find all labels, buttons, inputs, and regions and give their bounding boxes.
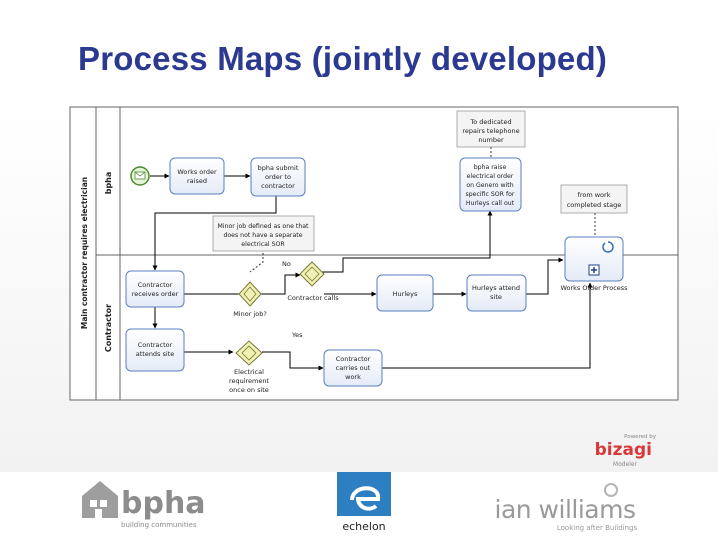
svg-text:does not have a separate: does not have a separate xyxy=(223,232,302,239)
svg-text:electrical SOR: electrical SOR xyxy=(241,241,285,248)
svg-text:ian williams: ian williams xyxy=(495,495,636,524)
subprocess-works-order: Works Order Process xyxy=(560,236,628,292)
ian-williams-mark-icon xyxy=(604,483,618,497)
svg-text:bpha raise: bpha raise xyxy=(474,164,507,171)
bpha-house-icon xyxy=(82,481,118,518)
task-bpha-raise: bpha raise electrical order on Genero wi… xyxy=(459,157,522,212)
svg-text:bizagi: bizagi xyxy=(595,440,652,460)
svg-text:Modeler: Modeler xyxy=(613,461,638,468)
loop-icon xyxy=(602,241,614,253)
svg-text:Contractor: Contractor xyxy=(336,355,371,363)
svg-text:Powered by: Powered by xyxy=(624,434,657,440)
svg-text:electrical order: electrical order xyxy=(467,173,514,180)
svg-text:Hurleys attend: Hurleys attend xyxy=(472,284,520,292)
gateway-contractor-calls xyxy=(299,261,325,287)
svg-text:Looking after Buildings: Looking after Buildings xyxy=(557,524,638,532)
gateway-label-electrical-2: requirement xyxy=(229,377,270,385)
lane-label-contractor: Contractor xyxy=(104,304,113,352)
task-bpha-submit: bpha submit order to contractor xyxy=(250,157,306,197)
flow-label-yes: Yes xyxy=(291,331,303,339)
svg-text:specific SOR for: specific SOR for xyxy=(466,191,515,198)
svg-text:Contractor: Contractor xyxy=(138,281,173,289)
gateway-label-contractor-calls: Contractor calls xyxy=(287,294,339,302)
gateway-minor-job xyxy=(238,281,262,307)
svg-text:number: number xyxy=(478,136,504,144)
start-message-event xyxy=(130,166,150,186)
svg-text:Works Order Process: Works Order Process xyxy=(560,284,628,292)
svg-text:Hurleys: Hurleys xyxy=(393,290,418,298)
gateway-label-electrical-3: once on site xyxy=(229,386,269,394)
bpha-logo: bpha building communities xyxy=(82,481,206,529)
svg-text:bpha: bpha xyxy=(121,486,206,521)
svg-text:raised: raised xyxy=(187,177,207,185)
task-contractor-receives: Contractor receives order xyxy=(125,270,185,308)
svg-text:bpha submit: bpha submit xyxy=(258,164,299,172)
ian-williams-logo: ian williams Looking after Buildings xyxy=(495,483,638,532)
svg-text:on Genero with: on Genero with xyxy=(466,182,513,189)
svg-text:contractor: contractor xyxy=(261,182,295,190)
annotation-from-work: from work completed stage xyxy=(560,184,628,214)
lane-label-bpha: bpha xyxy=(104,172,113,195)
svg-text:echelon: echelon xyxy=(342,520,385,533)
task-hurleys: Hurleys xyxy=(376,274,434,312)
svg-text:from work: from work xyxy=(578,191,611,199)
task-hurleys-attend: Hurleys attend site xyxy=(466,274,527,312)
svg-text:Works order: Works order xyxy=(177,168,217,176)
gateway-label-minor-job: Minor job? xyxy=(233,310,267,318)
svg-text:work: work xyxy=(345,373,361,381)
echelon-e-icon xyxy=(350,486,380,511)
flow-label-no: No xyxy=(282,260,291,268)
annotation-minor-job: Minor job defined as one that does not h… xyxy=(212,215,315,252)
gateway-label-electrical: Electrical xyxy=(234,368,264,376)
svg-text:building communities: building communities xyxy=(121,521,197,529)
svg-text:attends site: attends site xyxy=(136,350,175,358)
svg-text:Hurleys call out: Hurleys call out xyxy=(466,200,515,207)
gateway-electrical xyxy=(235,340,263,366)
svg-text:site: site xyxy=(490,293,502,301)
task-contractor-attends: Contractor attends site xyxy=(125,328,185,372)
task-contractor-carries: Contractor carries out work xyxy=(323,349,383,387)
task-works-order-raised: Works order raised xyxy=(169,157,225,195)
svg-text:Contractor: Contractor xyxy=(138,341,173,349)
echelon-logo: echelon xyxy=(337,472,391,533)
svg-text:carries out: carries out xyxy=(336,364,371,372)
pool-label: Main contractor requires electrician xyxy=(80,177,89,329)
slide-title: Process Maps (jointly developed) xyxy=(78,40,608,77)
bizagi-logo: Powered by bizagi Modeler xyxy=(595,434,657,468)
svg-text:repairs telephone: repairs telephone xyxy=(462,127,519,135)
svg-text:order to: order to xyxy=(265,173,291,181)
annotation-dedicated: To dedicated repairs telephone number xyxy=(456,110,526,148)
svg-text:completed stage: completed stage xyxy=(567,201,622,209)
svg-text:To dedicated: To dedicated xyxy=(469,118,511,126)
svg-text:Minor job defined as one that: Minor job defined as one that xyxy=(218,223,310,230)
svg-text:receives order: receives order xyxy=(132,290,179,298)
